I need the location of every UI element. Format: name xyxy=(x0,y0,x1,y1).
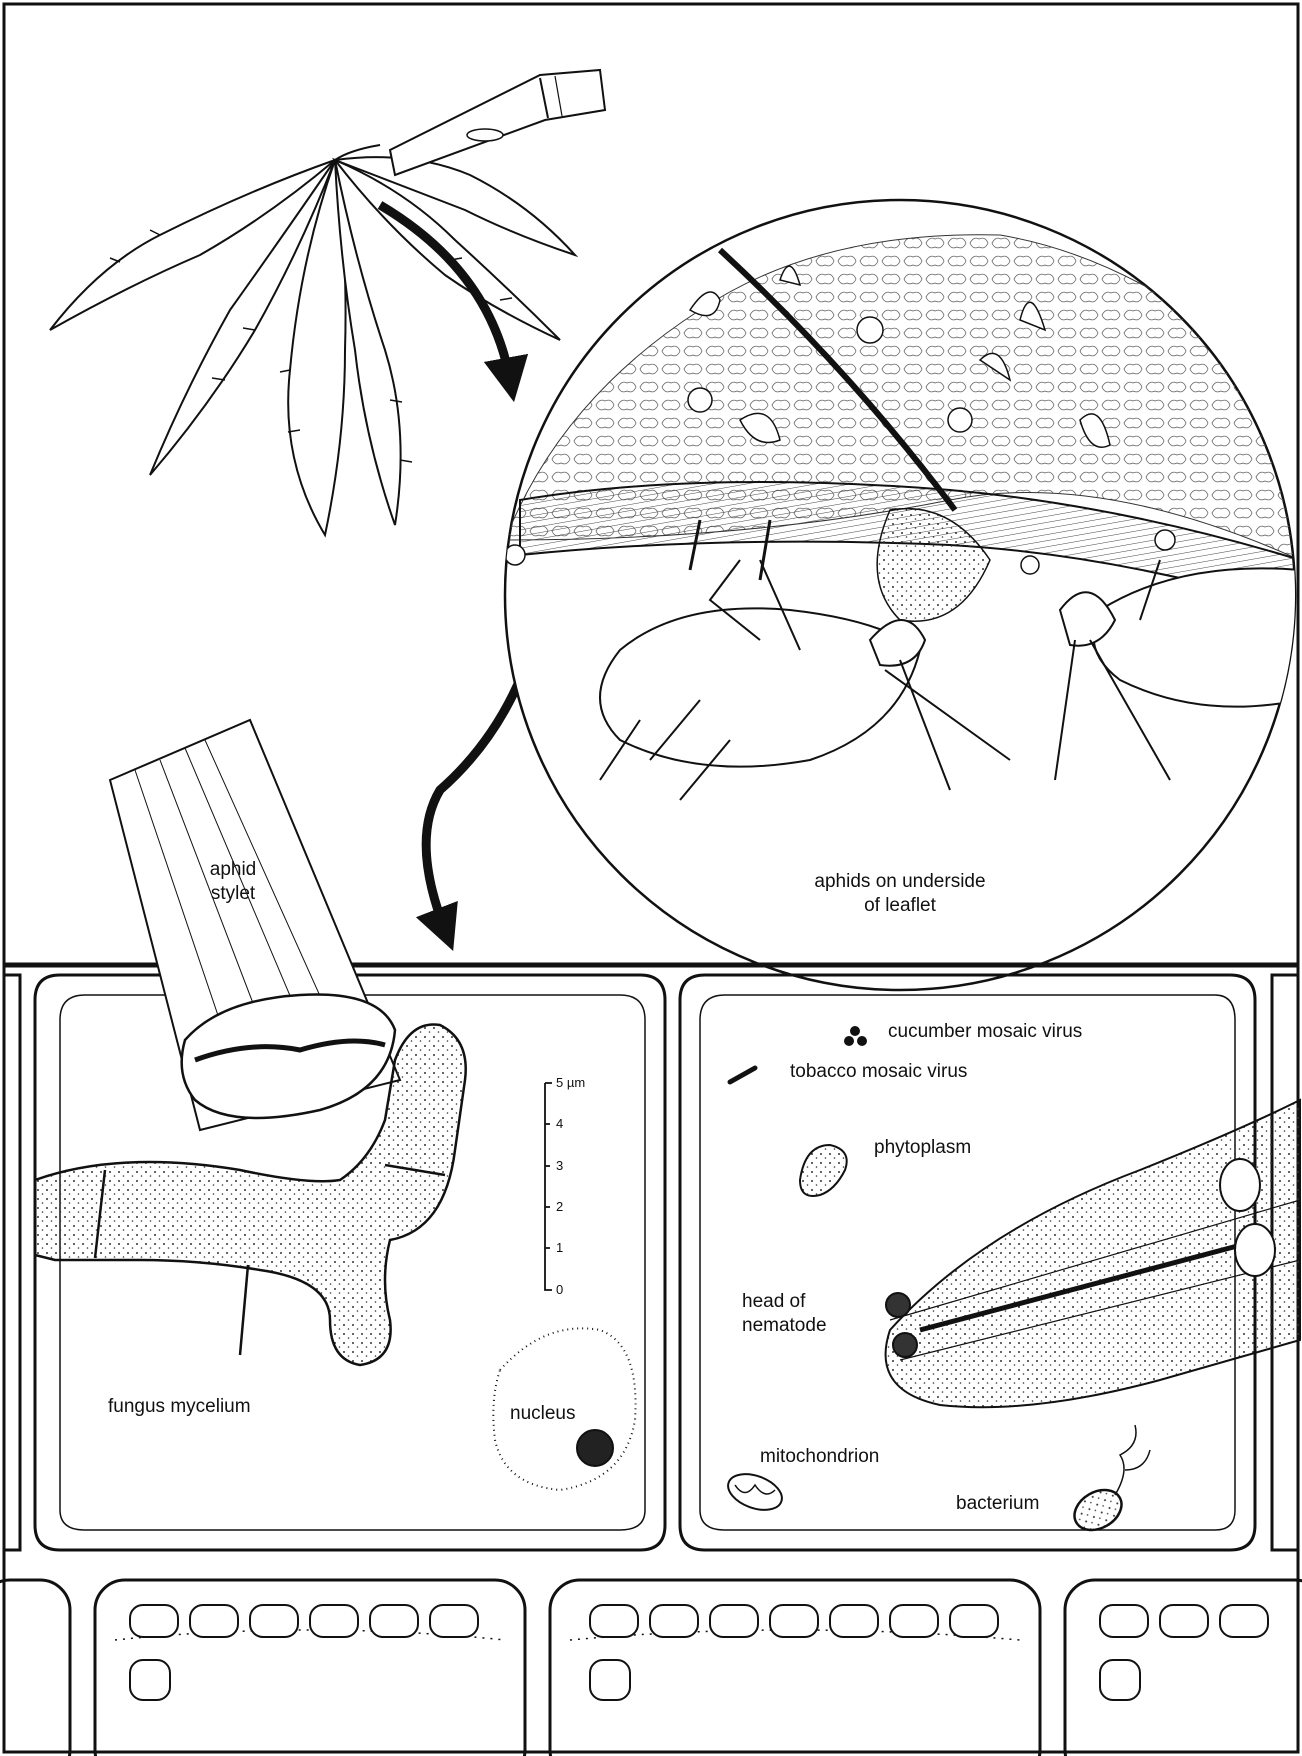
scale-unit: µm xyxy=(567,1075,585,1090)
label-aphids-leaflet: aphids on underside of leaflet xyxy=(780,870,1020,918)
label-nucleus: nucleus xyxy=(510,1402,576,1426)
label-aphid-stylet-line2: stylet xyxy=(188,882,278,906)
dissecting-tool xyxy=(390,70,605,175)
phytoplasm-icon xyxy=(800,1145,847,1196)
label-head-of-nematode: head of nematode xyxy=(742,1290,827,1338)
label-nematode-line1: head of xyxy=(742,1290,827,1314)
label-mitochondrion: mitochondrion xyxy=(760,1445,879,1469)
scale-bar xyxy=(545,1083,552,1290)
label-cucumber-mosaic-virus: cucumber mosaic virus xyxy=(888,1020,1082,1044)
scale-tick-5: 5 µm xyxy=(556,1076,585,1090)
bacterium-icon xyxy=(1067,1425,1150,1538)
scale-tick-4: 4 xyxy=(556,1117,563,1131)
label-aphids-leaflet-line1: aphids on underside xyxy=(780,870,1020,894)
cucumber-mosaic-virus-icon xyxy=(844,1026,867,1046)
label-nematode-line2: nematode xyxy=(742,1314,827,1338)
scale-tick-0: 0 xyxy=(556,1283,563,1297)
label-aphid-stylet: aphid stylet xyxy=(188,858,278,906)
scale-tick-1: 1 xyxy=(556,1241,563,1255)
mitochondrion-icon xyxy=(723,1467,787,1516)
label-bacterium: bacterium xyxy=(956,1492,1039,1516)
scale-tick-3: 3 xyxy=(556,1159,563,1173)
label-phytoplasm: phytoplasm xyxy=(874,1136,971,1160)
scale-tick-5-num: 5 xyxy=(556,1075,563,1090)
scale-tick-2: 2 xyxy=(556,1200,563,1214)
label-fungus-mycelium: fungus mycelium xyxy=(108,1395,251,1419)
tobacco-mosaic-virus-icon xyxy=(730,1068,755,1082)
label-aphid-stylet-line1: aphid xyxy=(188,858,278,882)
chloroplasts xyxy=(130,1605,1268,1700)
label-tobacco-mosaic-virus: tobacco mosaic virus xyxy=(790,1060,967,1084)
label-aphids-leaflet-line2: of leaflet xyxy=(780,894,1020,918)
aphid-stylet xyxy=(110,720,400,1130)
cell-edge-left xyxy=(4,975,20,1550)
